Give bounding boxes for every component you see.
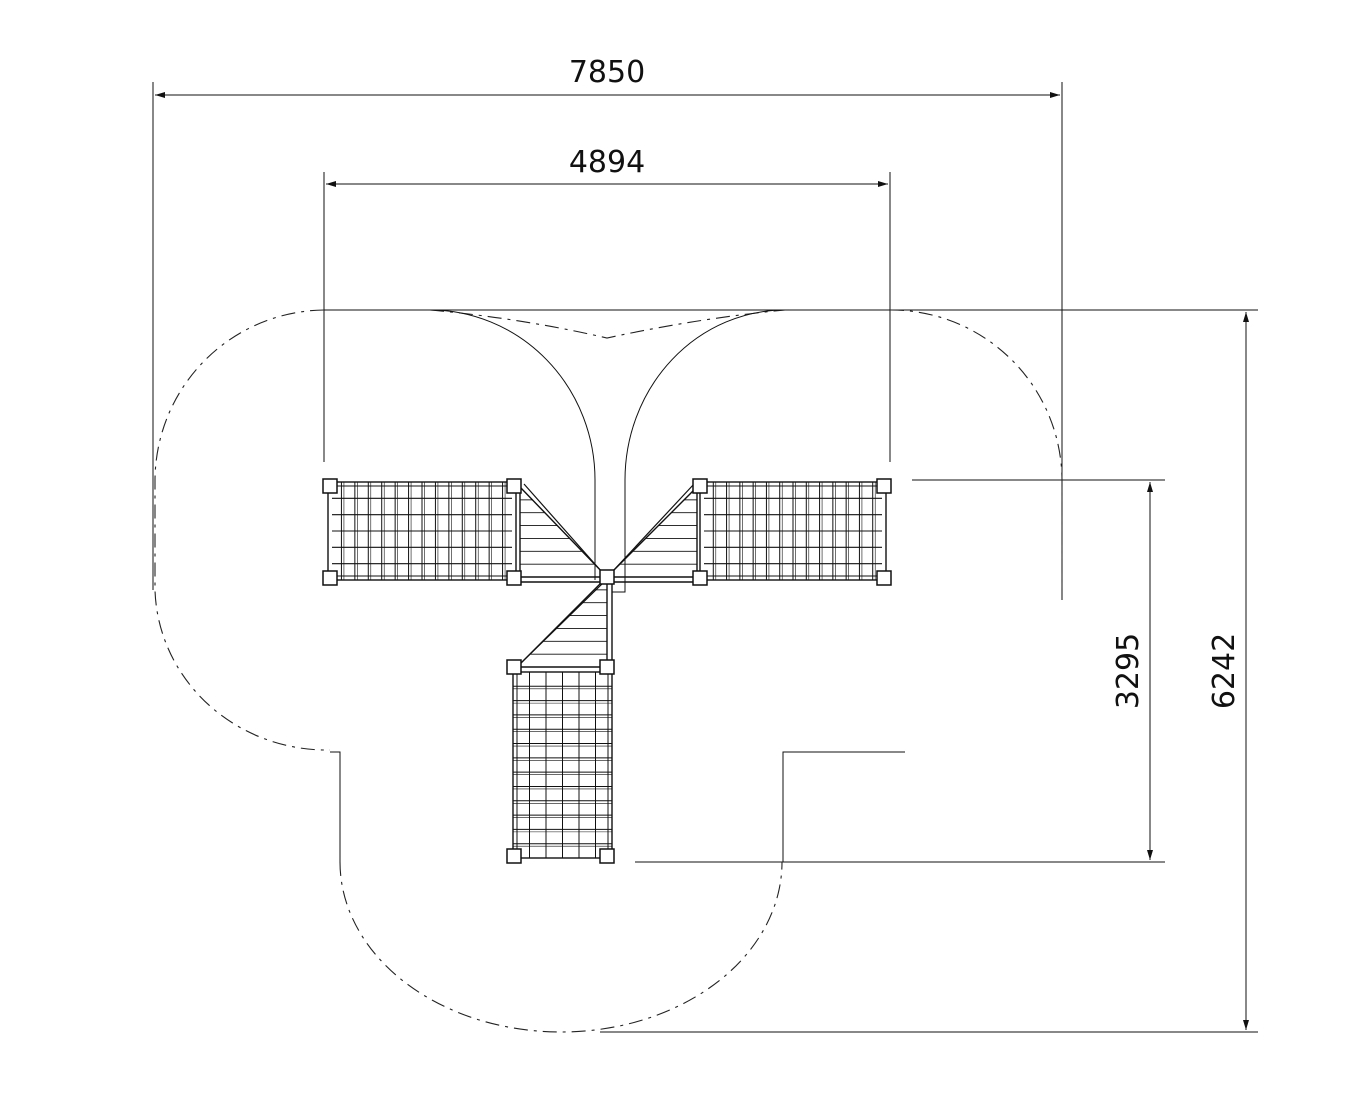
post <box>692 570 708 586</box>
climbing-structure <box>322 478 892 864</box>
beam <box>611 483 695 573</box>
platform-left <box>519 485 609 578</box>
post <box>322 478 338 494</box>
post <box>322 570 338 586</box>
post <box>506 570 522 586</box>
post <box>692 478 708 494</box>
post <box>599 659 615 675</box>
post <box>599 848 615 864</box>
post <box>506 848 522 864</box>
dimension-label-4894: 4894 <box>569 145 645 180</box>
platform-bottom <box>515 575 608 668</box>
dimension-label-3295: 3295 <box>1111 633 1146 709</box>
beam <box>523 483 603 573</box>
platform-right <box>605 485 698 578</box>
post <box>876 478 892 494</box>
post <box>599 569 615 585</box>
dimension-overall-width: 7850 <box>152 55 1063 600</box>
dimension-structure-width: 4894 <box>323 145 891 462</box>
post <box>876 570 892 586</box>
dimension-label-7850: 7850 <box>569 55 645 90</box>
post <box>506 478 522 494</box>
dimension-label-6242: 6242 <box>1207 633 1242 709</box>
dimension-structure-depth: 3295 <box>635 479 1165 863</box>
post <box>506 659 522 675</box>
beam <box>519 583 603 665</box>
safety-zone-outline <box>154 309 1063 1033</box>
dimension-overall-depth: 6242 <box>324 309 1258 1033</box>
